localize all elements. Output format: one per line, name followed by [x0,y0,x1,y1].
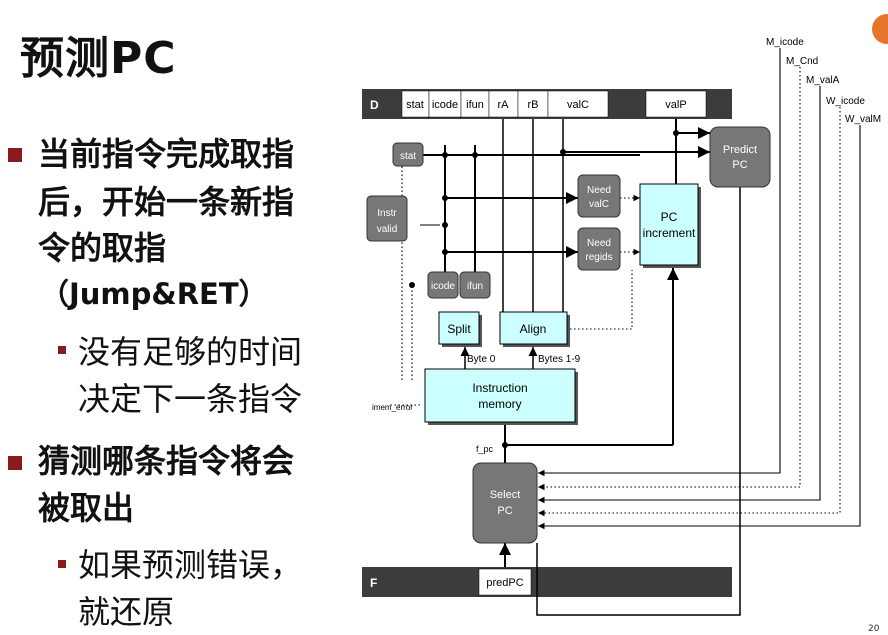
d-field-valp: valP [665,99,686,111]
svg-text:increment: increment [643,226,696,240]
svg-text:Align: Align [520,322,547,336]
sub-bullet-1-line-1: 没有足够的时间 [78,333,303,371]
bytes19-label: Bytes 1-9 [538,354,581,365]
f-register-label: F [370,576,377,590]
signal-m-vala: M_valA [806,75,840,86]
d-field-ra: rA [498,99,510,111]
sub-bullet-marker [58,346,66,354]
svg-text:Split: Split [447,322,471,336]
f-pc-label: f_pc [476,444,494,454]
icode-block: icode [427,271,459,299]
svg-text:Select: Select [490,489,521,501]
svg-text:Need: Need [587,238,611,249]
svg-text:valid: valid [377,224,398,235]
page-number: 20 [868,624,880,634]
d-field-stat: stat [406,99,424,111]
sub-bullet-2-line-2: 就还原 [78,593,175,631]
bullet-marker [8,456,22,470]
svg-text:valC: valC [589,199,609,210]
d-field-ifun: ifun [466,99,484,111]
d-register: D stat icode ifun rA rB valC valP [362,89,732,119]
d-field-valc: valC [567,99,589,111]
need-valc-block: Need valC [577,174,621,218]
sub-bullet-2-line-1: 如果预测错误， [78,546,303,584]
d-register-label: D [370,98,379,112]
ifun-block: ifun [459,271,491,299]
d-field-icode: icode [432,99,458,111]
svg-text:Need: Need [587,185,611,196]
svg-text:memory: memory [478,397,521,411]
signal-w-icode: W_icode [826,96,865,107]
need-regids-block: Need regids [577,227,621,271]
align-block: Align [499,311,570,347]
svg-text:stat: stat [400,151,416,162]
svg-text:PC: PC [497,505,512,517]
svg-text:Predict: Predict [723,144,757,156]
signal-m-cnd: M_Cnd [786,56,818,67]
stat-block: stat [392,142,424,167]
bullet-1-line-4: （Jump&RET） [40,277,268,311]
svg-text:Instruction: Instruction [472,381,527,395]
instruction-memory-block: Instruction memory [424,368,578,425]
bullet-2-line-2: 被取出 [38,489,135,527]
imem-error-label: imem_error [372,403,413,412]
logo-badge [872,14,888,44]
select-pc-block: Select PC [472,462,538,544]
sub-bullet-1-line-2: 决定下一条指令 [78,380,303,418]
svg-text:Instr: Instr [377,208,397,219]
instr-valid-block: Instr valid [366,195,408,242]
sub-bullet-marker [58,560,66,568]
svg-text:regids: regids [585,252,612,263]
f-register: F predPC [362,567,732,597]
predict-pc-block: Predict PC [709,126,771,188]
signal-w-valm: W_valM [845,114,881,125]
svg-text:ifun: ifun [467,281,483,292]
bullet-1-line-2: 后，开始一条新指 [38,183,295,221]
pc-increment-block: PC increment [639,183,701,268]
svg-text:PC: PC [732,159,747,171]
bullet-marker [8,148,22,162]
page-title: 预测PC [20,33,177,84]
bullet-2-line-1: 猜测哪条指令将会 [38,442,295,480]
svg-text:icode: icode [431,281,455,292]
bullet-1-line-3: 令的取指 [38,229,167,267]
svg-text:PC: PC [661,210,678,224]
split-block: Split [438,311,482,347]
d-field-rb: rB [528,99,539,111]
f-field-predpc: predPC [486,577,523,589]
byte0-label: Byte 0 [467,354,496,365]
bullet-1-line-1: 当前指令完成取指 [38,135,295,173]
signal-m-icode: M_icode [766,37,804,48]
